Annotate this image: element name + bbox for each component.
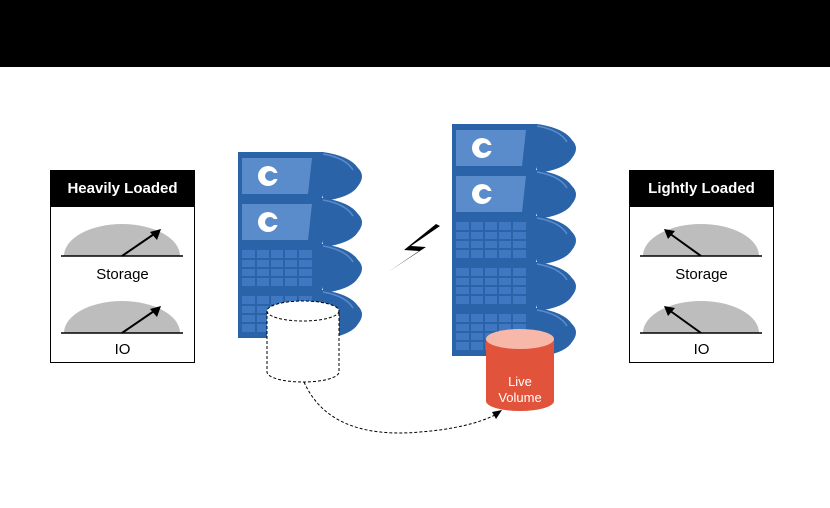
live-volume-label: Live Volume [486,374,554,406]
panel-title: Heavily Loaded [51,171,194,207]
lightly-loaded-panel: Lightly Loaded Storage IO [629,170,774,363]
io-label: IO [693,341,710,358]
source-volume-cylinder [266,300,340,383]
io-label: IO [114,341,131,358]
storage-label: Storage [96,266,149,283]
live-volume-line2: Volume [498,390,542,405]
right-server-stack [451,123,577,357]
panel-title: Lightly Loaded [630,171,773,207]
storage-label: Storage [675,266,728,283]
migration-arrow [303,381,498,434]
lightning-icon [388,224,440,272]
arrowhead-icon [492,410,502,419]
live-volume-line1: Live [508,374,532,389]
top-black-bar [0,0,830,67]
live-volume-cylinder [486,329,554,411]
heavily-loaded-panel: Heavily Loaded Storage IO [50,170,195,363]
